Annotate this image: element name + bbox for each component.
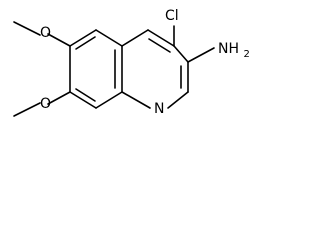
bond-n1-c8a xyxy=(121,91,151,109)
bond-c6-o-upper xyxy=(47,33,71,47)
bond-c5-c6-inner xyxy=(75,36,96,50)
ring-nitrogen-label: N xyxy=(154,101,164,117)
bond-c7-o-lower xyxy=(47,91,71,105)
bond-c4-c3 xyxy=(173,45,189,63)
bond-c2-n1 xyxy=(167,91,189,109)
bond-c4a-c5 xyxy=(95,29,123,47)
bond-c7-c8-inner xyxy=(75,88,96,102)
bonds xyxy=(13,21,215,117)
bond-c8-c8a xyxy=(95,91,123,109)
amine-label: NH 2 xyxy=(218,41,250,60)
bond-c4-c4a-inner xyxy=(148,38,171,53)
chemical-structure: Cl NH 2 O O N xyxy=(13,8,250,117)
bond-c5-c6 xyxy=(69,29,97,47)
amine-subscript: 2 xyxy=(243,49,249,60)
bond-c7-c8 xyxy=(69,91,97,109)
bond-c3-n xyxy=(187,47,215,63)
bond-o-upper-methyl xyxy=(13,21,41,36)
oxygen-upper-label: O xyxy=(40,25,51,41)
bond-c4-c4a xyxy=(147,29,175,47)
amine-main: NH xyxy=(218,41,239,57)
atom-labels: Cl NH 2 O O N xyxy=(40,8,250,117)
oxygen-lower-label: O xyxy=(40,96,51,112)
bond-o-lower-methyl xyxy=(13,102,41,117)
bond-c4a-c8a xyxy=(121,29,149,47)
chlorine-label: Cl xyxy=(165,8,179,24)
